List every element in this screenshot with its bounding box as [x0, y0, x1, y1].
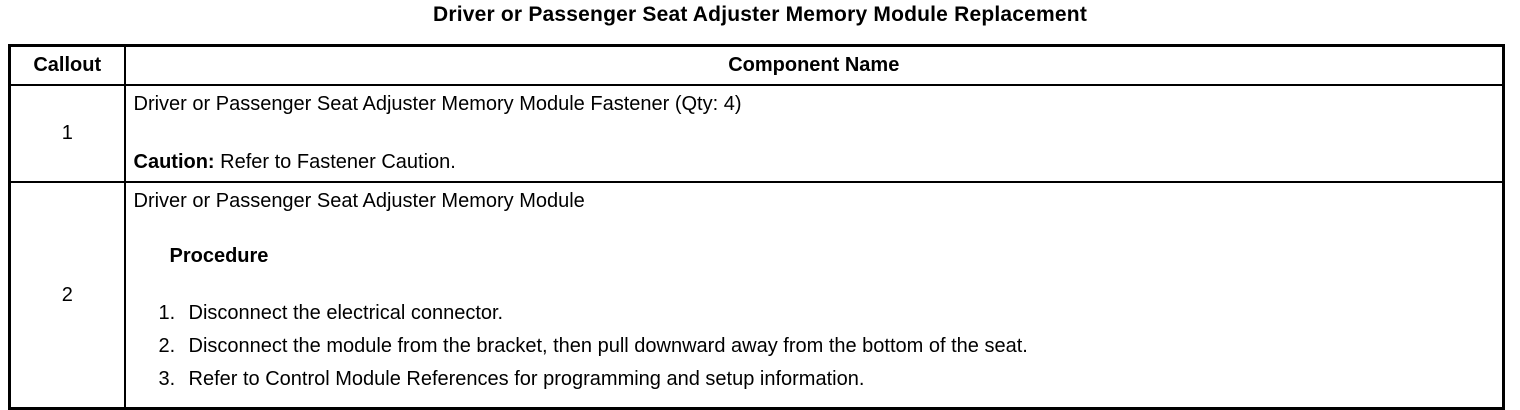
- callout-number-2: 2: [8, 181, 126, 410]
- procedure-step-1: 1. Disconnect the electrical connector.: [134, 302, 1493, 325]
- component-name-line: Driver or Passenger Seat Adjuster Memory…: [133, 93, 742, 115]
- callout-number-1: 1: [8, 84, 126, 183]
- step-text: Disconnect the module from the bracket, …: [188, 335, 1028, 357]
- step-number: 1.: [158, 302, 176, 324]
- procedure-step-2: 2. Disconnect the module from the bracket…: [134, 335, 1493, 358]
- step-number: 2.: [158, 335, 176, 357]
- component-name-line: Driver or Passenger Seat Adjuster Memory…: [133, 190, 585, 212]
- step-number: 3.: [158, 368, 176, 390]
- table-row-callout-2: 2 Driver or Passenger Seat Adjuster Memo…: [8, 181, 1505, 410]
- page-title: Driver or Passenger Seat Adjuster Memory…: [432, 3, 1088, 26]
- component-cell-2: Driver or Passenger Seat Adjuster Memory…: [123, 181, 1505, 410]
- caution-label: Caution:: [133, 151, 215, 173]
- procedure-step-3: 3. Refer to Control Module References for…: [134, 368, 1493, 391]
- caution-line: Caution: Refer to Fastener Caution.: [134, 151, 1493, 174]
- procedure-heading: Procedure: [169, 245, 269, 267]
- column-header-component-name: Component Name: [123, 44, 1505, 86]
- column-header-callout: Callout: [8, 44, 126, 86]
- table-header-row: Callout Component Name: [8, 44, 1505, 86]
- step-text: Disconnect the electrical connector.: [188, 302, 504, 324]
- caution-text: Refer to Fastener Caution.: [220, 151, 456, 173]
- table-row-callout-1: 1 Driver or Passenger Seat Adjuster Memo…: [8, 84, 1505, 183]
- step-text: Refer to Control Module References for p…: [188, 368, 865, 390]
- callout-table: Callout Component Name 1 Driver or Passe…: [8, 44, 1505, 410]
- component-cell-1: Driver or Passenger Seat Adjuster Memory…: [123, 84, 1505, 183]
- procedure-steps: 1. Disconnect the electrical connector. 2…: [134, 302, 1493, 391]
